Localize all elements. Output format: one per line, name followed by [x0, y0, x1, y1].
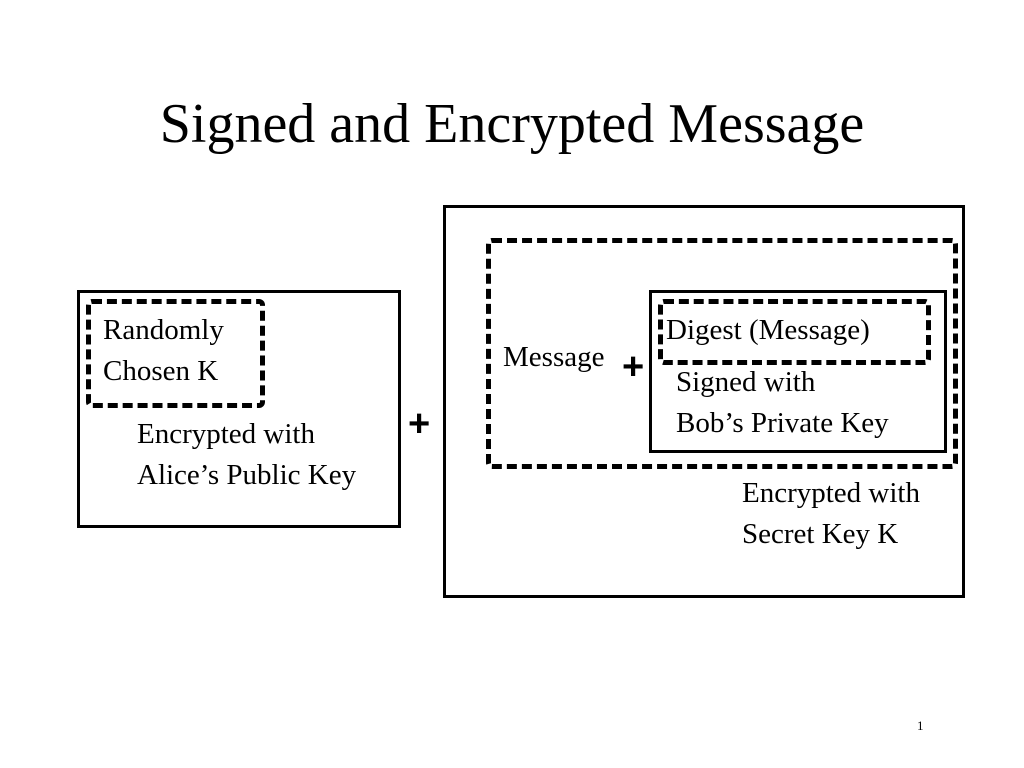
signature-caption-line2: Bob’s Private Key	[676, 407, 889, 439]
slide-title: Signed and Encrypted Message	[159, 93, 865, 155]
secret-key-caption-line2: Secret Key K	[742, 518, 899, 550]
public-key-caption-line1: Encrypted with	[137, 418, 315, 450]
secret-key-encryption-box	[443, 205, 965, 598]
public-key-caption-line2: Alice’s Public Key	[137, 459, 357, 491]
signed-message-box	[486, 238, 958, 469]
message-label: Message	[503, 341, 605, 373]
session-key-box	[86, 299, 265, 408]
signature-caption-line1: Signed with	[676, 366, 816, 398]
session-key-label-line2: Chosen K	[103, 355, 219, 387]
secret-key-caption-line1: Encrypted with	[742, 477, 920, 509]
digest-box	[658, 299, 931, 365]
signature-box	[649, 290, 947, 453]
inner-plus-symbol: +	[622, 346, 645, 388]
page-number: 1	[917, 718, 924, 733]
plus-symbol: +	[408, 403, 431, 445]
public-key-encryption-box	[77, 290, 401, 528]
session-key-label-line1: Randomly	[103, 314, 224, 346]
digest-label: Digest (Message)	[666, 314, 870, 346]
